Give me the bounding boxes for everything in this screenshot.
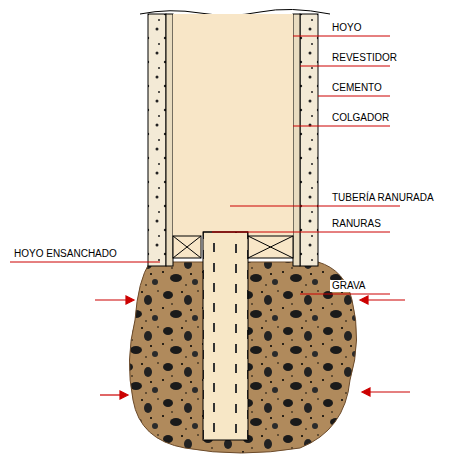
cement-label: CEMENTO [330,82,384,94]
hole-label: HOYO [330,22,363,34]
gravel-label: GRAVA [330,280,368,292]
hanger-label: COLGADOR [330,112,391,124]
slots-label: RANURAS [330,218,383,230]
slotted-pipe-label: TUBERÍA RANURADA [330,192,436,204]
casing-label: REVESTIDOR [330,52,399,64]
enlarged-hole-label: HOYO ENSANCHADO [12,248,119,260]
